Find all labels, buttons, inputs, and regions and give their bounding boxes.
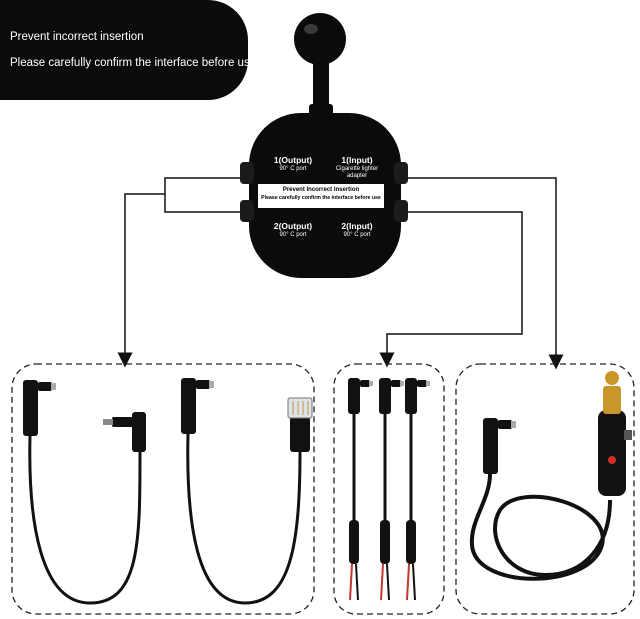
connection-lines: [117, 177, 564, 370]
port-1-output-title: 1(Output): [273, 155, 313, 165]
port-1-output-label: 1(Output) 90° C port: [262, 155, 324, 173]
usb-c-to-barrel-cable: [23, 380, 146, 605]
port-1-input-sub: Cigarette lighter adapter: [335, 165, 379, 179]
group-hardwire-kits: [333, 363, 445, 615]
port-2-input-label: 2(Input) 90° C port: [326, 221, 388, 239]
hub-strip-line-1: Prevent Incorrect Insertion: [282, 187, 360, 193]
port-1-input-title: 1(Input): [341, 155, 373, 165]
banner-line-2: Please carefully confirm the interface b…: [10, 57, 257, 69]
group-lighter-cable: [455, 363, 635, 615]
port-2-output-title: 2(Output): [273, 221, 313, 231]
port-1-output-sub: 90° C port: [279, 165, 307, 172]
port-2-output-sub: 90° C port: [279, 231, 307, 238]
ball-mount: [294, 13, 346, 116]
group-output-cables: [11, 363, 315, 615]
hardwire-kit-3: [405, 378, 430, 601]
port-2-output-label: 2(Output) 90° C port: [262, 221, 324, 239]
port-2-input-sub: 90° C port: [343, 231, 371, 238]
hub-warning-strip: Prevent Incorrect Insertion Please caref…: [258, 184, 384, 208]
cigarette-lighter-cable: [469, 371, 632, 581]
hub-strip-line-2: Please carefully confirm the interface b…: [261, 195, 381, 201]
port-2-input-title: 2(Input): [341, 221, 373, 231]
usb-c-to-rj45-cable: [181, 378, 313, 605]
hardwire-kit-2: [379, 378, 404, 601]
warning-banner: Prevent incorrect insertion Please caref…: [0, 0, 257, 100]
banner-line-1: Prevent incorrect insertion: [10, 31, 144, 43]
port-1-input-label: 1(Input) Cigarette lighter adapter: [326, 155, 388, 180]
hardwire-kit-1: [348, 378, 373, 601]
